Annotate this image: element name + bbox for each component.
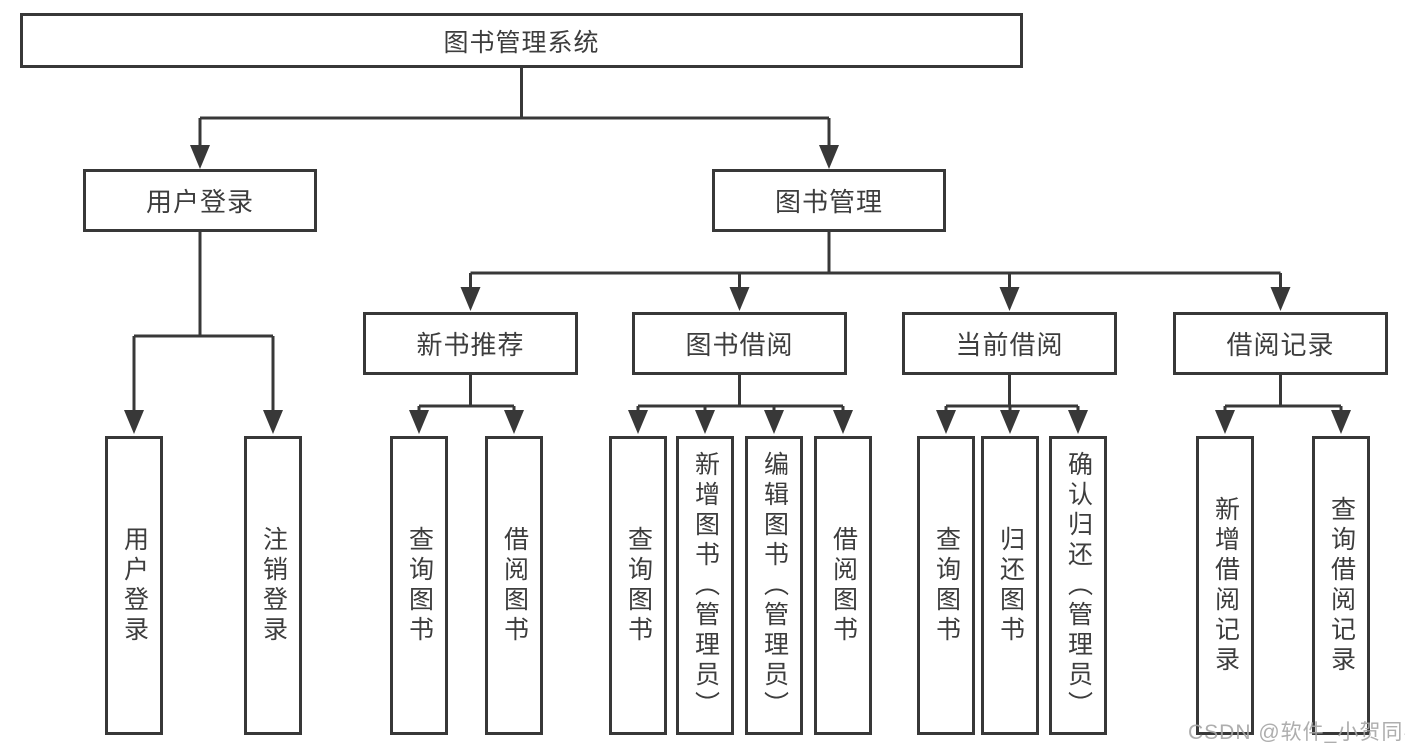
leaf-label: 借阅图书: [829, 525, 858, 646]
node-label: 借阅记录: [1226, 330, 1335, 360]
leaf-label: 新增图书（管理员）: [691, 450, 720, 721]
node-new-book-recommend: 新书推荐: [363, 312, 578, 375]
leaf-label: 注销登录: [259, 525, 288, 646]
leaf-edit-books-admin: 编辑图书（管理员）: [745, 436, 803, 735]
leaf-confirm-return-admin: 确认归还（管理员）: [1049, 436, 1107, 735]
leaf-logout: 注销登录: [244, 436, 302, 735]
leaf-label: 借阅图书: [500, 525, 529, 646]
leaf-return-books: 归还图书: [981, 436, 1039, 735]
leaf-query-borrow-record: 查询借阅记录: [1312, 436, 1370, 735]
node-label: 图书管理系统: [443, 28, 600, 57]
leaf-label: 用户登录: [120, 525, 149, 646]
leaf-label: 查询图书: [932, 525, 961, 646]
node-borrow-records: 借阅记录: [1173, 312, 1388, 375]
node-book-borrow: 图书借阅: [632, 312, 847, 375]
node-label: 用户登录: [145, 187, 254, 217]
leaf-add-books-admin: 新增图书（管理员）: [676, 436, 734, 735]
leaf-borrow-books: 借阅图书: [485, 436, 543, 735]
node-label: 图书管理: [774, 187, 883, 217]
leaf-add-borrow-record: 新增借阅记录: [1196, 436, 1254, 735]
arrowhead-icons: [124, 145, 1351, 434]
leaf-query-books-2: 查询图书: [609, 436, 667, 735]
leaf-label: 查询图书: [624, 525, 653, 646]
leaf-label: 编辑图书（管理员）: [760, 450, 789, 721]
leaf-label: 归还图书: [996, 525, 1025, 646]
node-book-management: 图书管理: [712, 169, 946, 232]
node-current-borrow: 当前借阅: [902, 312, 1117, 375]
leaf-label: 查询图书: [405, 525, 434, 646]
node-label: 图书借阅: [685, 330, 794, 360]
leaf-label: 查询借阅记录: [1327, 495, 1356, 676]
leaf-query-books-3: 查询图书: [917, 436, 975, 735]
leaf-label: 新增借阅记录: [1211, 495, 1240, 676]
leaf-query-books: 查询图书: [390, 436, 448, 735]
leaf-label: 确认归还（管理员）: [1064, 450, 1093, 721]
leaf-borrow-books-2: 借阅图书: [814, 436, 872, 735]
csdn-watermark: CSDN @软件_小贺同学: [1188, 721, 1405, 744]
node-label: 新书推荐: [416, 330, 525, 360]
node-user-login: 用户登录: [83, 169, 317, 232]
node-label: 当前借阅: [955, 330, 1064, 360]
leaf-user-login: 用户登录: [105, 436, 163, 735]
node-library-management-system: 图书管理系统: [20, 13, 1023, 68]
